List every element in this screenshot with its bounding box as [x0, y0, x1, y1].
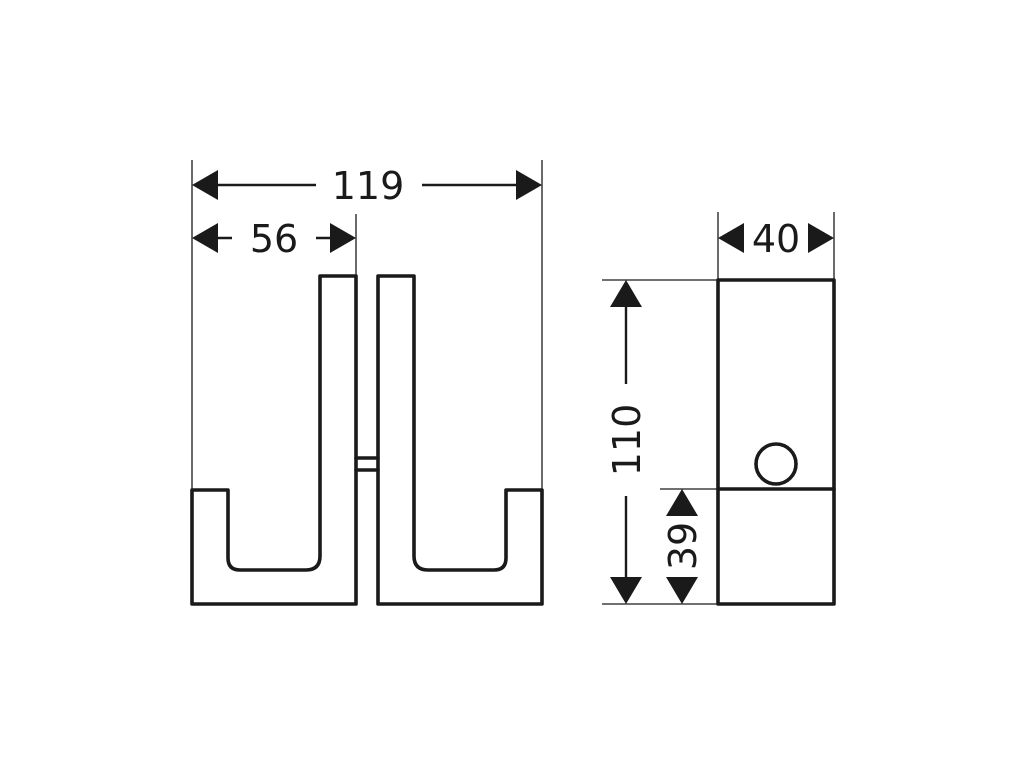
right-hook-outline [376, 274, 544, 606]
side-view-body [716, 278, 836, 606]
arrow-left [718, 223, 744, 253]
arrow-right [516, 170, 542, 200]
side-view [716, 278, 836, 606]
arrow-down [610, 577, 642, 604]
depth-label: 40 [752, 217, 800, 261]
front-view [190, 274, 544, 606]
dimension-hook-width: 56 [192, 214, 357, 276]
mount-height-label: 39 [661, 522, 705, 570]
dimension-depth: 40 [717, 212, 835, 280]
dimension-overall-width: 119 [191, 160, 543, 490]
arrow-up [610, 280, 642, 307]
arrow-right [330, 223, 356, 253]
mounting-screw-circle [754, 442, 798, 486]
arrow-left [192, 223, 218, 253]
arrow-down [666, 577, 698, 604]
dimension-height: 110 [602, 279, 718, 605]
arrow-left [192, 170, 218, 200]
height-label: 110 [605, 404, 649, 477]
hook-width-label: 56 [250, 217, 298, 261]
arrow-up [666, 489, 698, 516]
overall-width-label: 119 [332, 164, 405, 208]
dimension-mount-height: 39 [660, 488, 718, 604]
arrow-right [808, 223, 834, 253]
left-hook-outline [190, 274, 358, 606]
